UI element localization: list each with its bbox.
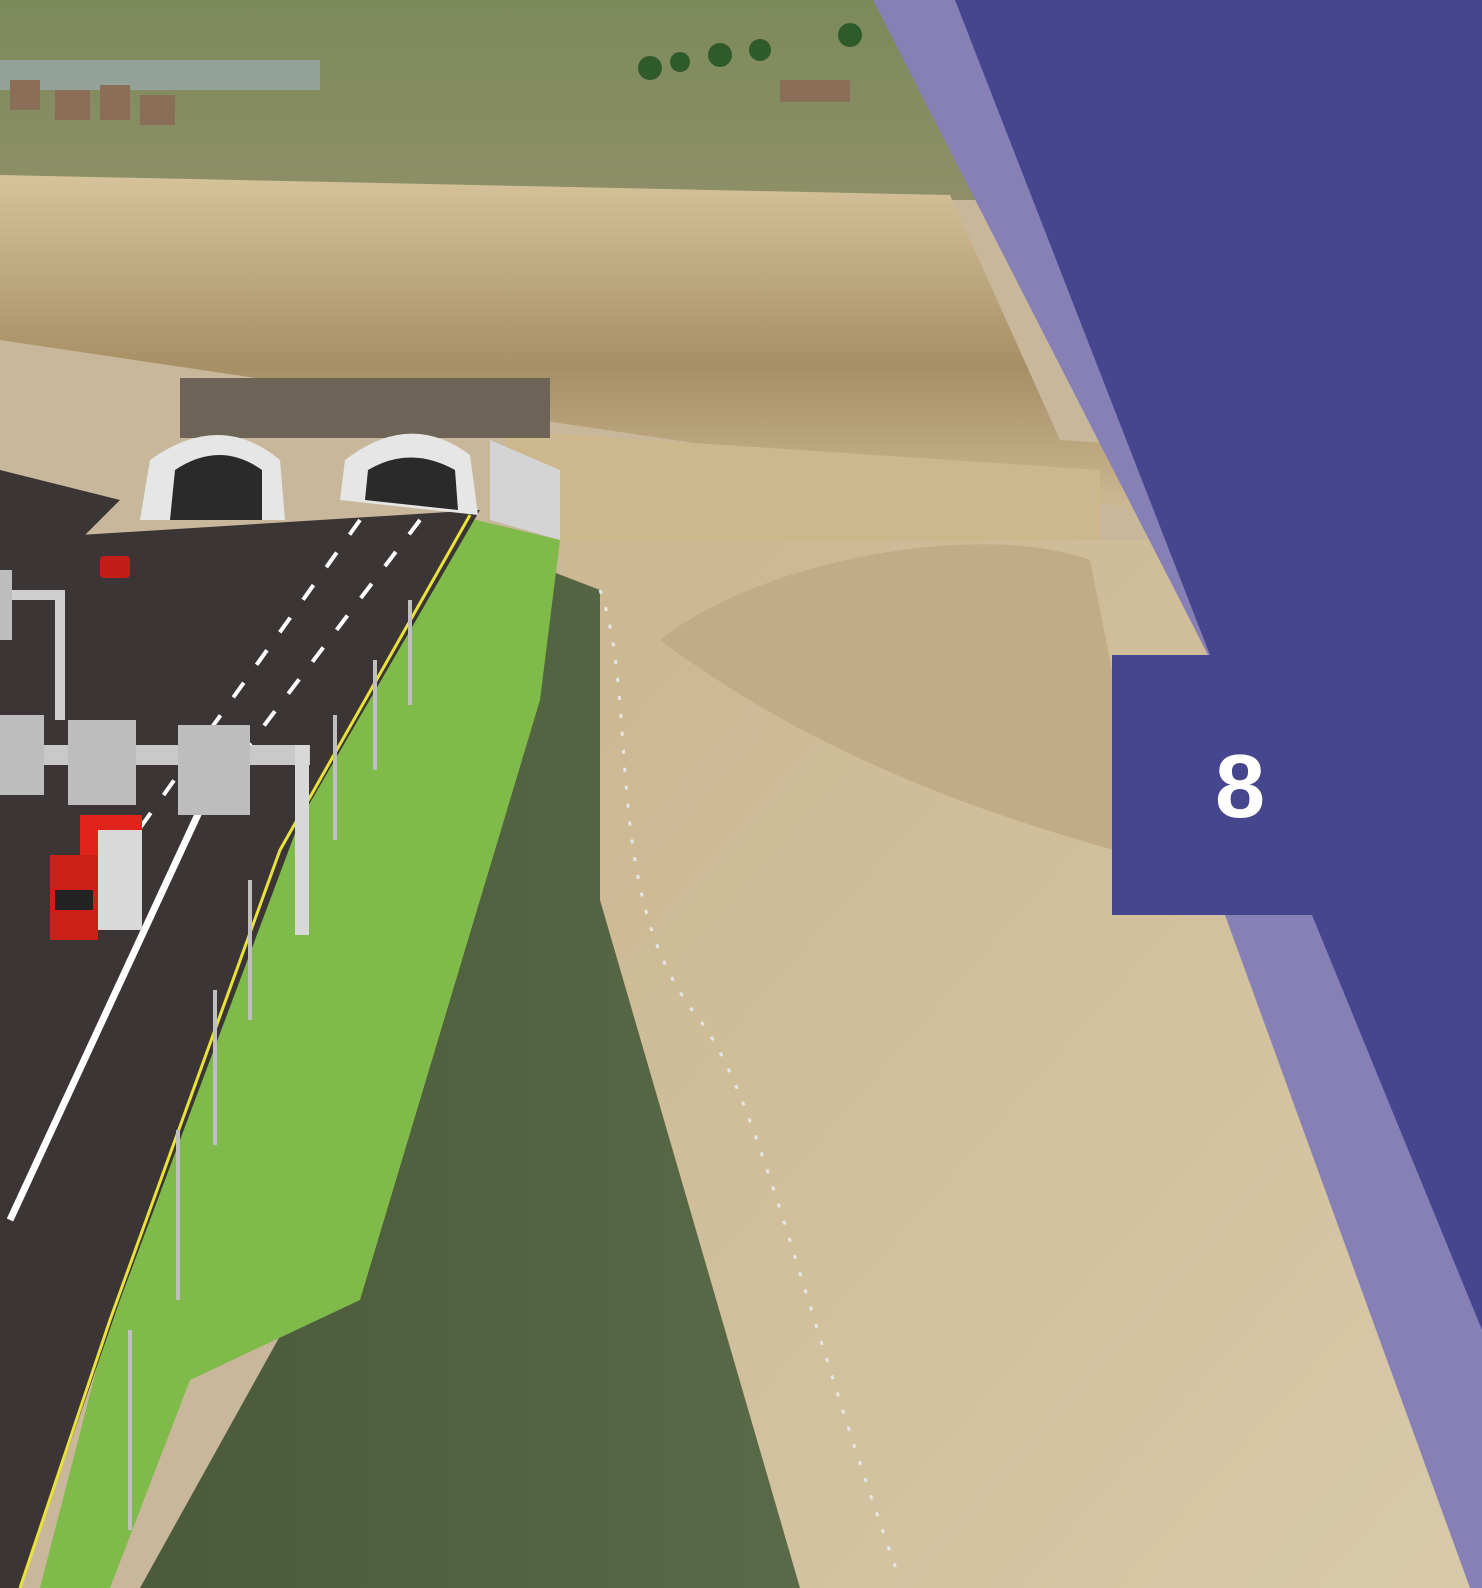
chapter-tab bbox=[1112, 655, 1482, 915]
red-truck bbox=[50, 815, 142, 940]
light-poles bbox=[128, 600, 412, 1530]
trees bbox=[638, 23, 862, 80]
houses bbox=[10, 80, 850, 125]
chapter-number: 8 bbox=[1214, 737, 1266, 837]
overhead-gantry bbox=[0, 570, 310, 935]
panel-dark-band bbox=[955, 0, 1482, 1330]
red-car bbox=[100, 556, 130, 578]
lane-markings bbox=[6, 518, 422, 1222]
